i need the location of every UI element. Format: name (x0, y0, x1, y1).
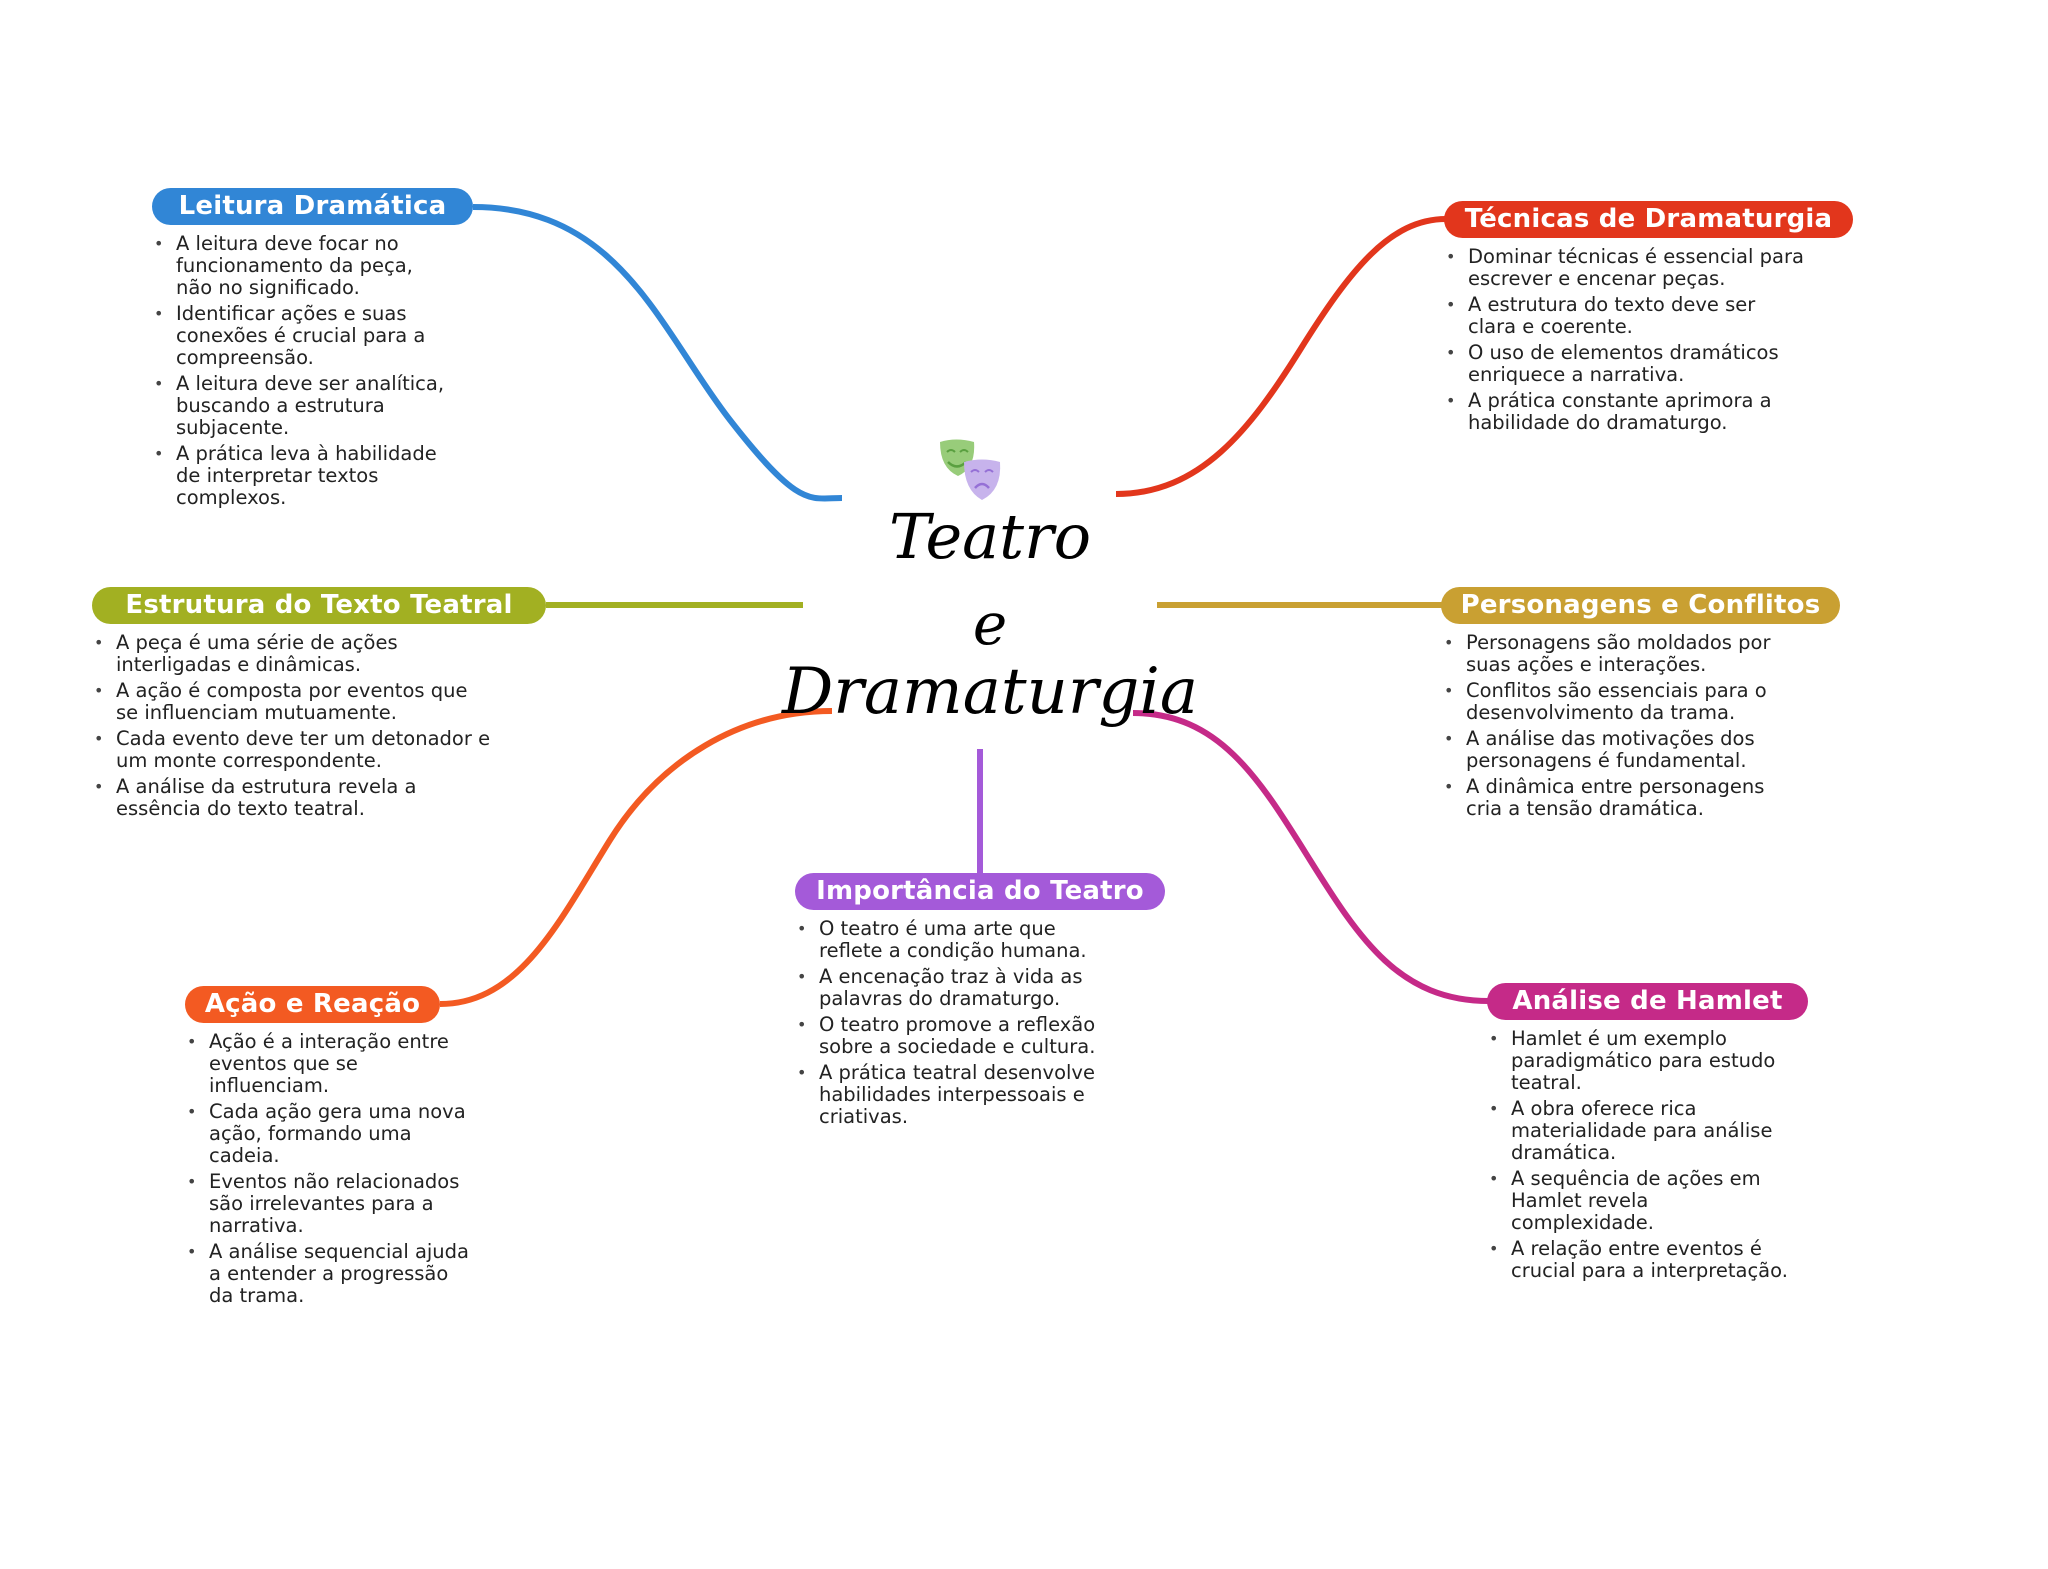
theater-masks-icon (940, 439, 1001, 500)
connector-tecnicas (1115, 216, 1447, 497)
topic-acao[interactable]: Ação e Reação (185, 986, 440, 1023)
topic-leitura[interactable]: Leitura Dramática (152, 188, 473, 225)
detail-item: A leitura deve focar no funcionamento da… (152, 233, 452, 299)
topic-personagens[interactable]: Personagens e Conflitos (1441, 587, 1840, 624)
detail-item: O teatro é uma arte que reflete a condiç… (795, 918, 1120, 962)
topic-tecnicas-details: Dominar técnicas é essencial para escrev… (1444, 246, 1804, 438)
detail-item: A análise da estrutura revela a essência… (92, 776, 492, 820)
central-title-line2: e (972, 590, 1008, 658)
connector-acao (439, 708, 833, 1007)
detail-item: A relação entre eventos é crucial para a… (1487, 1238, 1792, 1282)
detail-item: A prática teatral desenvolve habilidades… (795, 1062, 1120, 1128)
topic-estrutura[interactable]: Estrutura do Texto Teatral (92, 587, 546, 624)
detail-item: A análise das motivações dos personagens… (1442, 728, 1777, 772)
detail-item: A ação é composta por eventos que se inf… (92, 680, 492, 724)
central-title-line3: Dramaturgia (781, 655, 1199, 729)
detail-item: Ação é a interação entre eventos que se … (185, 1031, 470, 1097)
topic-tecnicas[interactable]: Técnicas de Dramaturgia (1444, 201, 1853, 238)
central-title-line1: Teatro (888, 500, 1092, 573)
detail-item: A peça é uma série de ações interligadas… (92, 632, 492, 676)
topic-hamlet-details: Hamlet é um exemplo paradigmático para e… (1487, 1028, 1792, 1286)
detail-item: Hamlet é um exemplo paradigmático para e… (1487, 1028, 1792, 1094)
detail-item: A obra oferece rica materialidade para a… (1487, 1098, 1792, 1164)
detail-item: A sequência de ações em Hamlet revela co… (1487, 1168, 1792, 1234)
detail-item: O teatro promove a reflexão sobre a soci… (795, 1014, 1120, 1058)
topic-importancia-details: O teatro é uma arte que reflete a condiç… (795, 918, 1120, 1132)
detail-item: A leitura deve ser analítica, buscando a… (152, 373, 452, 439)
connector-leitura (472, 204, 843, 502)
detail-item: A prática leva à habilidade de interpret… (152, 443, 452, 509)
detail-item: Cada evento deve ter um detonador e um m… (92, 728, 492, 772)
topic-hamlet[interactable]: Análise de Hamlet (1487, 983, 1808, 1020)
topic-importancia[interactable]: Importância do Teatro (795, 873, 1165, 910)
topic-leitura-details: A leitura deve focar no funcionamento da… (152, 233, 452, 513)
detail-item: A prática constante aprimora a habilidad… (1444, 390, 1804, 434)
detail-item: O uso de elementos dramáticos enriquece … (1444, 342, 1804, 386)
detail-item: A estrutura do texto deve ser clara e co… (1444, 294, 1804, 338)
topic-personagens-details: Personagens são moldados por suas ações … (1442, 632, 1777, 824)
detail-item: Eventos não relacionados são irrelevante… (185, 1171, 470, 1237)
detail-item: A análise sequencial ajuda a entender a … (185, 1241, 470, 1307)
topic-acao-details: Ação é a interação entre eventos que se … (185, 1031, 470, 1311)
topic-estrutura-details: A peça é uma série de ações interligadas… (92, 632, 492, 824)
detail-item: Identificar ações e suas conexões é cruc… (152, 303, 452, 369)
detail-item: Personagens são moldados por suas ações … (1442, 632, 1777, 676)
detail-item: A encenação traz à vida as palavras do d… (795, 966, 1120, 1010)
detail-item: Cada ação gera uma nova ação, formando u… (185, 1101, 470, 1167)
detail-item: A dinâmica entre personagens cria a tens… (1442, 776, 1777, 820)
detail-item: Conflitos são essenciais para o desenvol… (1442, 680, 1777, 724)
detail-item: Dominar técnicas é essencial para escrev… (1444, 246, 1804, 290)
connector-hamlet (1132, 710, 1490, 1004)
